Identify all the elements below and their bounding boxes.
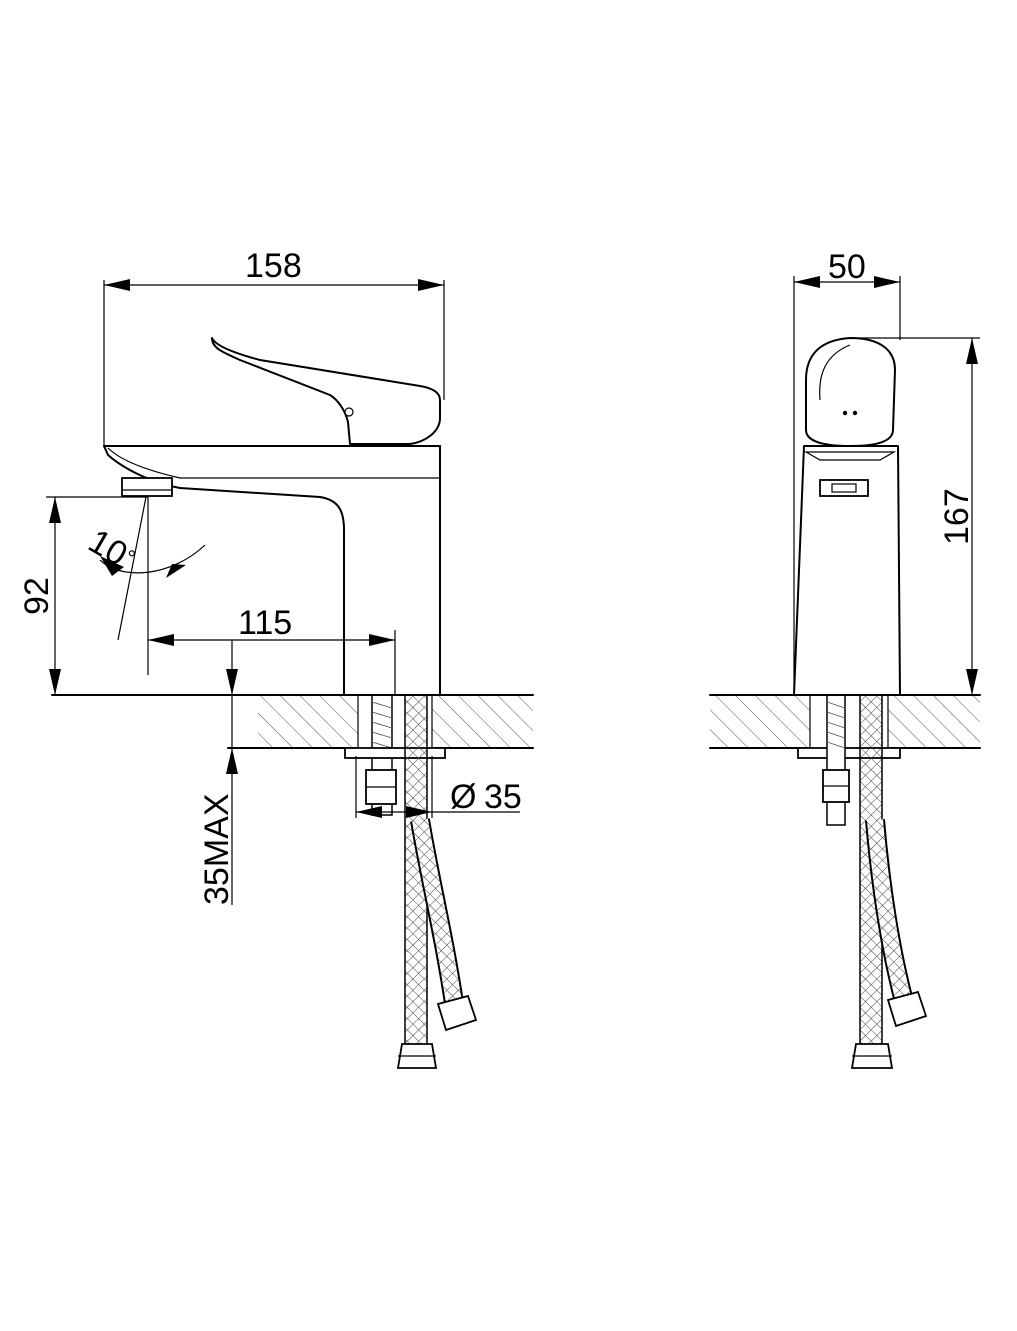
dim-length-label: 158: [245, 247, 302, 285]
dim-reach-label: 115: [238, 604, 292, 642]
dimension-angle: 10 °: [82, 496, 206, 675]
dimension-spout-height: 92: [18, 496, 148, 695]
side-view: 158 92 10 ° 115: [18, 247, 534, 1069]
dim-hole-label: 35: [484, 778, 522, 816]
countertop-section: [51, 694, 534, 749]
dimension-total-height: 167: [850, 337, 980, 695]
dim-width-label: 50: [828, 248, 866, 286]
dimension-length: 158: [103, 247, 445, 446]
dimension-reach: 115: [148, 604, 396, 695]
faucet-body-side: [103, 445, 441, 696]
dimension-counter-thickness: 35MAX: [198, 640, 238, 905]
supply-hose-front: [850, 694, 928, 1069]
front-view: 50 167: [709, 248, 981, 1069]
faucet-body-front: [793, 337, 901, 696]
dim-hole-symbol: Ø: [450, 778, 476, 816]
handle-lever-side: [103, 337, 441, 447]
dim-total-height-label: 167: [938, 488, 976, 545]
mounting-stud-front: [822, 694, 850, 826]
dimension-width: 50: [793, 248, 901, 695]
base-washer: [344, 747, 446, 759]
dimension-hole: Ø 35: [355, 756, 522, 818]
dim-height-label: 92: [18, 577, 56, 615]
dim-thickness-label: 35MAX: [198, 794, 236, 906]
